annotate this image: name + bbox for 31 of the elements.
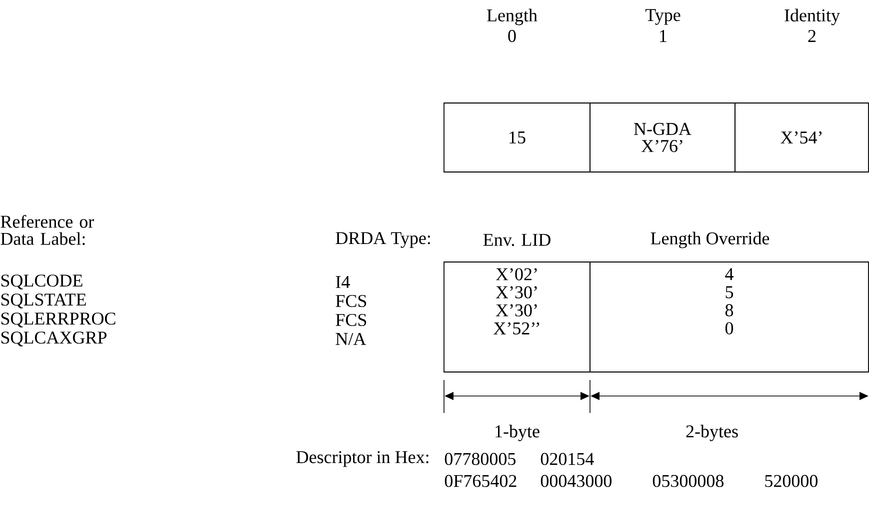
column-header: Env. LID: [483, 234, 550, 246]
hex-value: 020154: [540, 452, 594, 466]
hex-value: 07780005: [444, 452, 516, 466]
hex-value: 520000: [765, 474, 818, 488]
column-header: Reference or Data Label:: [0, 214, 94, 245]
dimension-label: 2-bytes: [686, 424, 738, 442]
drda-type: FCS: [336, 294, 366, 308]
dimension-label: 1-byte: [496, 424, 540, 442]
table-cell: X’54’: [734, 102, 869, 172]
drda-type: FCS: [336, 314, 366, 326]
column-header: DRDA Type:: [336, 232, 430, 248]
drda-type: I4: [336, 276, 350, 288]
table-cell: 4 5 8 0: [590, 262, 869, 372]
column-header: Identity: [784, 8, 840, 26]
byte-offset: 2: [808, 30, 816, 42]
column-header: Length: [487, 8, 538, 26]
hex-value: 05300008: [652, 474, 724, 488]
data-label: SQLSTATE: [1, 294, 86, 308]
data-label: SQLCODE: [1, 274, 82, 290]
data-label: SQLCAXGRP: [1, 332, 106, 346]
table-cell: X’02’ X’30’ X’30’ X’52’’: [444, 262, 590, 372]
hex-value: 0F765402: [444, 474, 516, 488]
row-label: Descriptor in Hex:: [296, 451, 428, 467]
drda-type: N/A: [336, 332, 366, 346]
column-header: Type: [645, 9, 680, 25]
byte-offset: 0: [508, 30, 516, 42]
hex-value: 00043000: [540, 474, 612, 488]
data-label: SQLERRPROC: [1, 312, 116, 328]
byte-offset: 1: [660, 30, 666, 42]
table-cell: N-GDA X’76’: [590, 102, 736, 172]
table-cell: 15: [444, 102, 590, 172]
